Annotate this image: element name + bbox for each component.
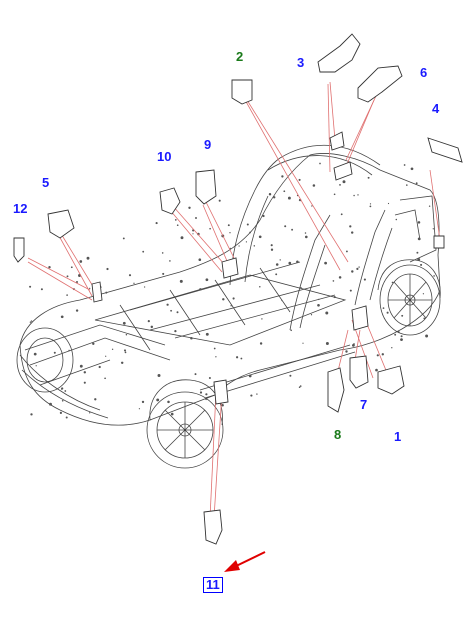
callout-5[interactable]: 5 bbox=[42, 175, 50, 190]
part-12-bracket-sketch bbox=[13, 237, 25, 263]
callout-12[interactable]: 12 bbox=[13, 201, 28, 216]
callout-2[interactable]: 2 bbox=[236, 49, 244, 64]
part-9-bracket-sketch bbox=[195, 169, 217, 205]
callout-9[interactable]: 9 bbox=[204, 137, 212, 152]
body-fastener-holes bbox=[29, 162, 435, 421]
part-11-bracket-sketch bbox=[203, 509, 223, 545]
part-8-bracket-sketch bbox=[327, 367, 345, 413]
part-7-bracket-sketch bbox=[349, 355, 369, 389]
highlight-arrow bbox=[224, 551, 266, 572]
part-2-bracket-sketch bbox=[231, 79, 253, 105]
callout-3[interactable]: 3 bbox=[297, 55, 305, 70]
part-4-bracket-sketch bbox=[427, 137, 463, 163]
callout-7[interactable]: 7 bbox=[360, 397, 368, 412]
part-10-bracket-sketch bbox=[159, 187, 181, 215]
callout-11-highlighted[interactable]: 11 bbox=[203, 577, 223, 593]
callout-8[interactable]: 8 bbox=[334, 427, 342, 442]
vehicle-body bbox=[19, 144, 441, 426]
callout-4[interactable]: 4 bbox=[432, 101, 440, 116]
part-6-bracket-sketch bbox=[357, 65, 403, 103]
callout-6[interactable]: 6 bbox=[420, 65, 428, 80]
callout-1[interactable]: 1 bbox=[394, 429, 402, 444]
wheels bbox=[16, 259, 441, 469]
leader-lines bbox=[27, 81, 441, 519]
part-5-bracket-sketch bbox=[47, 209, 75, 239]
part-sketches bbox=[13, 33, 463, 545]
part-3-bracket-sketch bbox=[317, 33, 361, 73]
part-1-bracket-sketch bbox=[377, 365, 405, 395]
callout-10[interactable]: 10 bbox=[157, 149, 172, 164]
